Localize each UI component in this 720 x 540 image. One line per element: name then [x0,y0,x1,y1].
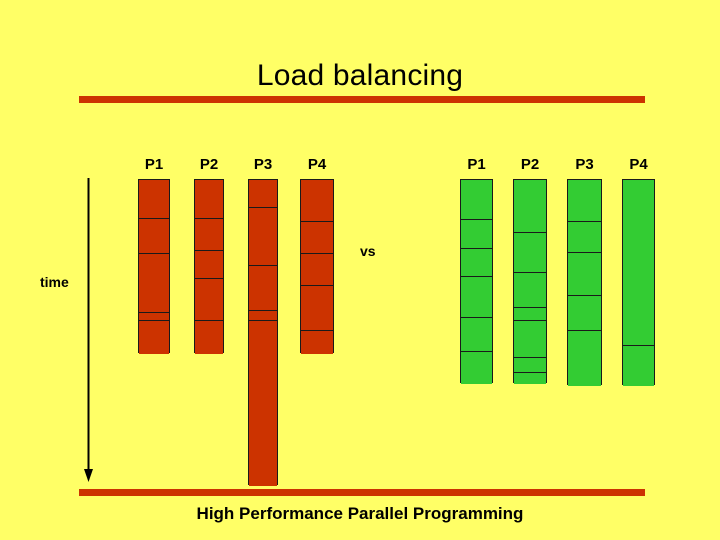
time-axis-label: time [40,274,69,290]
bar-segment [461,352,492,384]
bar-column-unbalanced-p4: P4 [300,0,334,400]
bar-segment [249,311,277,321]
bar-segment [514,180,546,233]
bar-segment [568,180,601,222]
bar-segment [301,286,333,331]
bar-label-unbalanced-p1: P1 [144,156,164,173]
bar-label-balanced-p1: P1 [467,156,486,173]
bar-segment [514,273,546,308]
bar-segment [461,318,492,352]
bar-stack [513,179,547,384]
bar-segment [514,233,546,273]
bar-stack [248,179,278,486]
bar-segment [249,180,277,208]
bar-segment [514,373,546,384]
bar-segment [301,222,333,254]
bar-segment [195,279,223,321]
bar-segment [139,313,169,321]
bar-segment [461,249,492,277]
bar-label-balanced-p3: P3 [575,156,594,173]
bar-segment [249,321,277,486]
footer-text: High Performance Parallel Programming [196,504,524,523]
bar-segment [568,222,601,253]
bar-segment [139,321,169,354]
bar-segment [249,208,277,266]
bar-segment [301,331,333,354]
bar-stack [567,179,602,386]
bar-segment [195,251,223,279]
bar-stack [138,179,170,354]
bar-segment [461,220,492,249]
bar-column-balanced-p2: P2 [513,0,547,400]
bar-segment [301,254,333,286]
bar-segment [568,296,601,331]
bar-label-unbalanced-p3: P3 [253,156,273,173]
bar-segment [139,254,169,313]
bar-segment [195,321,223,354]
bar-segment [623,346,654,386]
bar-column-unbalanced-p1: P1 [138,0,170,400]
bar-column-balanced-p4: P4 [622,0,655,400]
bar-segment [195,219,223,251]
footer-divider [79,489,645,496]
bar-segment [461,277,492,318]
bar-column-balanced-p1: P1 [460,0,493,400]
bar-label-balanced-p4: P4 [629,156,648,173]
bar-segment [568,331,601,386]
bar-stack [194,179,224,354]
bar-segment [568,253,601,296]
bar-label-unbalanced-p4: P4 [307,156,327,173]
title-divider [79,96,645,103]
bar-segment [514,308,546,321]
bar-segment [514,358,546,373]
bar-column-unbalanced-p2: P2 [194,0,224,400]
bar-label-balanced-p2: P2 [520,156,540,173]
time-arrow-icon [84,178,93,482]
bar-stack [460,179,493,384]
page-title: Load balancing [256,59,464,92]
bar-segment [195,180,223,219]
bar-segment [139,219,169,254]
bar-stack [622,179,655,386]
bar-stack [300,179,334,354]
bar-segment [301,180,333,222]
bar-label-unbalanced-p2: P2 [199,156,219,173]
bar-segment [249,266,277,311]
bar-segment [461,180,492,220]
vs-label: vs [360,243,376,259]
bar-segment [139,180,169,219]
bar-segment [623,180,654,346]
bar-column-unbalanced-p3: P3 [248,0,278,486]
bar-segment [514,321,546,358]
bar-column-balanced-p3: P3 [567,0,602,400]
